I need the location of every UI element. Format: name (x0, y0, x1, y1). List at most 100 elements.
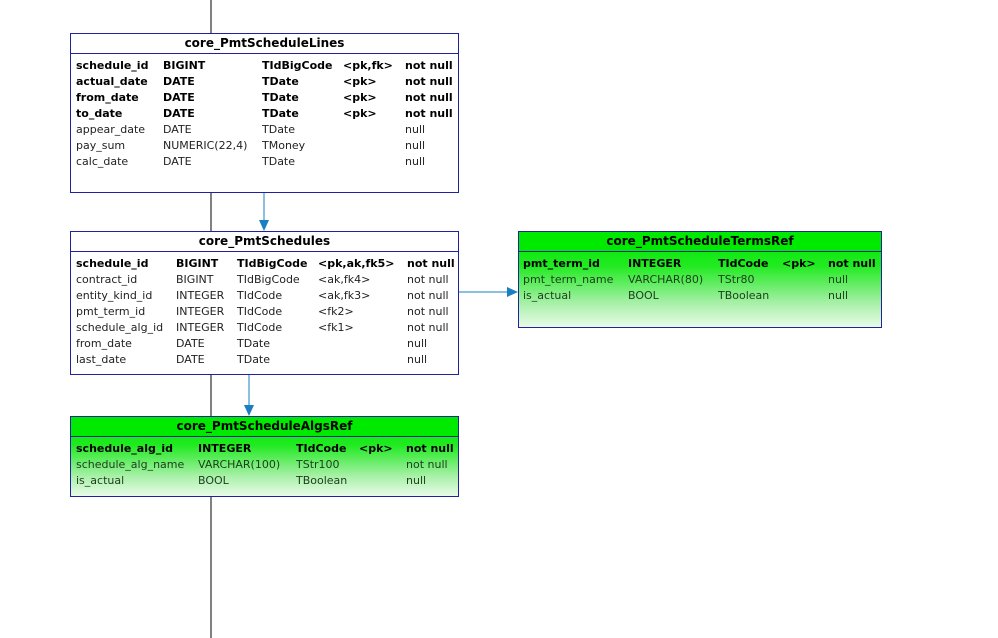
entity-title: core_PmtScheduleTermsRef (519, 232, 881, 252)
attr-name: schedule_id (76, 59, 149, 72)
entity-core-pmtschedulealgsref[interactable]: core_PmtScheduleAlgsRef schedule_alg_id I… (70, 416, 459, 497)
attr-name: from_date (76, 337, 132, 350)
attr-nullability: null (407, 337, 428, 350)
attr-nullability: null (405, 139, 426, 152)
attr-nullability: not null (405, 91, 453, 104)
attribute-row-schedule-alg-id[interactable]: schedule_alg_id INTEGER TIdCode <pk> not nul… (71, 441, 458, 457)
attr-domain: TIdBigCode (262, 59, 333, 72)
attr-keys: <pk> (343, 91, 377, 104)
attr-domain: TDate (262, 75, 299, 88)
attr-keys: <pk> (359, 442, 393, 455)
attr-type: INTEGER (176, 289, 225, 302)
attr-domain: TStr100 (296, 458, 340, 471)
attr-type: DATE (176, 353, 205, 366)
entity-core-pmtschedulelines[interactable]: core_PmtScheduleLines schedule_id BIGINT T… (70, 33, 459, 193)
attr-nullability: null (828, 289, 849, 302)
attribute-row-from-date[interactable]: from_date DATE TDate null (71, 336, 458, 352)
attr-domain: TDate (262, 155, 296, 168)
attr-keys: <ak,fk4> (318, 273, 371, 286)
arrowhead-schedules-to-algs (244, 405, 254, 416)
entity-title: core_PmtScheduleLines (71, 34, 458, 54)
attr-domain: TIdCode (237, 289, 283, 302)
attr-type: BIGINT (163, 59, 206, 72)
attr-keys: <pk> (343, 75, 377, 88)
attr-name: is_actual (523, 289, 572, 302)
attr-type: BIGINT (176, 257, 219, 270)
attr-type: DATE (163, 75, 195, 88)
attr-domain: TBoolean (296, 474, 348, 487)
attr-nullability: null (828, 273, 849, 286)
attr-nullability: not null (407, 273, 449, 286)
attr-type: DATE (163, 107, 195, 120)
attr-domain: TDate (237, 337, 271, 350)
attr-nullability: not null (406, 458, 448, 471)
arrowhead-schedules-to-terms (507, 287, 518, 297)
attr-type: BIGINT (176, 273, 214, 286)
attr-name: schedule_alg_id (76, 442, 174, 455)
attr-name: is_actual (76, 474, 125, 487)
attr-nullability: not null (828, 257, 876, 270)
attr-type: DATE (163, 91, 195, 104)
attr-name: pay_sum (76, 139, 126, 152)
attr-type: BOOL (628, 289, 659, 302)
attr-domain: TStr80 (718, 273, 755, 286)
attr-nullability: not null (407, 305, 449, 318)
attr-nullability: not null (407, 257, 455, 270)
attr-name: pmt_term_name (523, 273, 614, 286)
attr-keys: <fk1> (318, 321, 354, 334)
attribute-row-is-actual[interactable]: is_actual BOOL TBoolean null (519, 288, 881, 304)
attribute-row-actual-date[interactable]: actual_date DATE TDate <pk> not null (71, 74, 458, 90)
attr-nullability: not null (405, 75, 453, 88)
attr-nullability: not null (406, 442, 454, 455)
attr-type: DATE (176, 337, 205, 350)
attr-domain: TIdCode (296, 442, 347, 455)
entity-title: core_PmtSchedules (71, 232, 458, 252)
attribute-row-from-date[interactable]: from_date DATE TDate <pk> not null (71, 90, 458, 106)
attr-type: DATE (163, 155, 192, 168)
attr-name: to_date (76, 107, 123, 120)
attr-domain: TBoolean (718, 289, 770, 302)
attr-type: DATE (163, 123, 192, 136)
attr-name: appear_date (76, 123, 146, 136)
attr-name: schedule_id (76, 257, 149, 270)
entity-title: core_PmtScheduleAlgsRef (71, 417, 458, 437)
attr-domain: TDate (262, 91, 299, 104)
attr-nullability: null (405, 123, 426, 136)
attr-name: contract_id (76, 273, 138, 286)
attr-type: INTEGER (628, 257, 682, 270)
attr-type: INTEGER (198, 442, 252, 455)
attr-domain: TMoney (262, 139, 306, 152)
attr-nullability: null (407, 353, 428, 366)
attr-domain: TIdCode (237, 321, 283, 334)
attr-type: INTEGER (176, 305, 225, 318)
arrowhead-lines-to-schedules (259, 220, 269, 231)
attr-name: entity_kind_id (76, 289, 153, 302)
attr-name: actual_date (76, 75, 148, 88)
attr-domain: TDate (262, 107, 299, 120)
attr-type: INTEGER (176, 321, 225, 334)
attr-type: BOOL (198, 474, 229, 487)
attr-type: VARCHAR(100) (198, 458, 281, 471)
attr-name: from_date (76, 91, 139, 104)
attr-name: calc_date (76, 155, 129, 168)
attr-name: last_date (76, 353, 127, 366)
